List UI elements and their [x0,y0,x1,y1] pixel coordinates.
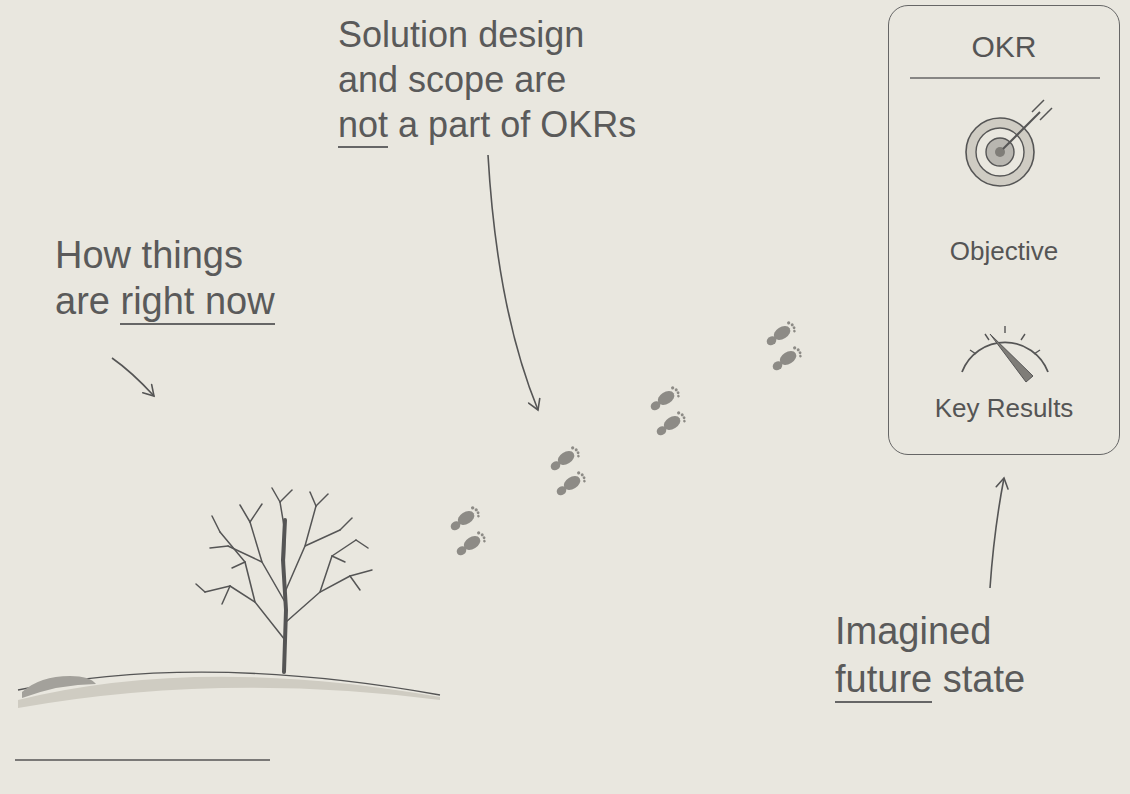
word: things [142,234,243,276]
annotation-text: Solution design and scope are not a part… [338,12,636,147]
divider-line [910,77,1100,78]
node-text: OKR [971,30,1036,64]
node-text: Key Results [935,393,1074,424]
gauge-icon [962,326,1048,382]
word: a [398,104,418,145]
annotation-text: How things are right now [55,232,275,324]
word: OKRs [540,104,636,145]
leader-arrow [990,478,1004,588]
word: part [428,104,490,145]
word: right [120,280,194,322]
word: future [835,658,932,700]
rule-line [15,759,270,760]
word: are [514,59,566,100]
rock [22,676,96,698]
underlined-words: right now [120,280,274,325]
underlined-words: not [338,104,388,148]
word: Solution [338,14,468,55]
leader-arrow [112,358,154,396]
underlined-words: future [835,658,932,703]
word: not [338,104,388,145]
node-text: Objective [950,236,1058,267]
word: of [500,104,530,145]
word: scope [408,59,504,100]
word: design [478,14,584,55]
word: now [205,280,275,322]
footprints [447,320,803,558]
leader-arrow [488,155,538,410]
word: How [55,234,131,276]
word: state [943,658,1025,700]
bare-tree [196,488,372,672]
annotation-text: Imagined future state [835,607,1025,703]
hill [18,677,440,708]
word: Imagined [835,610,991,652]
target-icon [966,100,1052,186]
word: and [338,59,398,100]
word: are [55,280,110,322]
okr-box: OKR ObjectiveKey Results [888,5,1120,455]
